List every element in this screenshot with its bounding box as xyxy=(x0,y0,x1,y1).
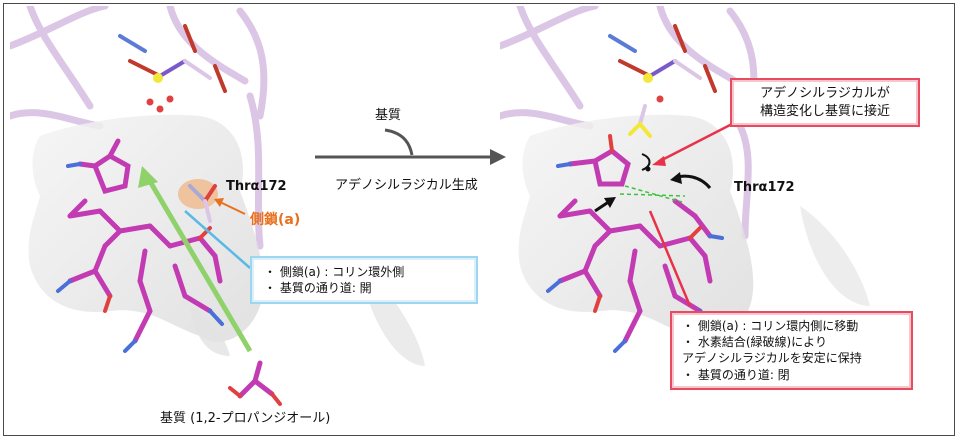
substrate-caption: 基質 (1,2-プロパンジオール) xyxy=(160,411,331,426)
cobalamin-ligand xyxy=(557,147,713,344)
info-pointer xyxy=(648,210,692,307)
thr-side-chain xyxy=(188,184,217,223)
right-info-line: ・ 水素結合(緑破線)により xyxy=(682,335,827,350)
hydrogen-bonds xyxy=(619,185,686,203)
residue-label-thr172: Thrα172 xyxy=(734,180,795,195)
left-info-line: ・ 側鎖(a) : コリン環外側 xyxy=(264,265,405,279)
substrate-path-arrow xyxy=(145,176,253,353)
right-info-box: ・ 側鎖(a) : コリン環内側に移動 ・ 水素結合(緑破線)により アデノシル… xyxy=(670,311,913,390)
ligand-heteroatoms xyxy=(56,162,282,406)
protein-ribbon xyxy=(10,6,268,250)
reaction-bottom-label: アデノシルラジカル生成 xyxy=(335,178,478,193)
top-box-pointer xyxy=(657,122,733,164)
movement-arrow xyxy=(641,153,651,171)
figure-frame xyxy=(3,3,955,436)
top-box-line: アデノシルラジカルが xyxy=(760,86,890,101)
cobalamin-ligand xyxy=(67,138,275,399)
right-molecular-structure xyxy=(500,6,870,356)
right-structure-panel: Thrα172 アデノシルラジカルが 構造変化し基質に接近 ・ 側鎖(a) : … xyxy=(500,6,955,434)
left-info-box: ・ 側鎖(a) : コリン環外側 ・ 基質の通り道: 開 xyxy=(250,256,478,305)
left-molecular-structure xyxy=(10,6,425,406)
side-chain-pointer xyxy=(219,201,246,215)
metal-center xyxy=(608,24,717,138)
top-box-line: 構造変化し基質に接近 xyxy=(759,103,890,119)
radical-dot xyxy=(645,166,651,172)
metal-ion xyxy=(153,73,163,83)
left-structure-panel: Thrα172 側鎖(a) ・ 側鎖(a) : コリン環外側 ・ 基質の通り道:… xyxy=(10,6,478,434)
metal-ion xyxy=(643,73,653,83)
reaction-top-label: 基質 xyxy=(375,108,402,123)
right-info-line: アデノシルラジカルを安定に保持 xyxy=(682,351,862,366)
reaction-arrow xyxy=(315,128,506,165)
metal-center xyxy=(118,24,227,93)
right-top-box: アデノシルラジカルが 構造変化し基質に接近 xyxy=(730,78,920,128)
left-info-line: ・ 基質の通り道: 開 xyxy=(264,281,372,296)
right-info-line: ・ 側鎖(a) : コリン環内側に移動 xyxy=(682,319,859,333)
info-pointer xyxy=(184,210,251,269)
residue-label-thr172: Thrα172 xyxy=(226,179,287,194)
side-chain-label: 側鎖(a) xyxy=(250,212,301,228)
right-info-line: ・ 基質の通り道: 閉 xyxy=(682,367,790,382)
